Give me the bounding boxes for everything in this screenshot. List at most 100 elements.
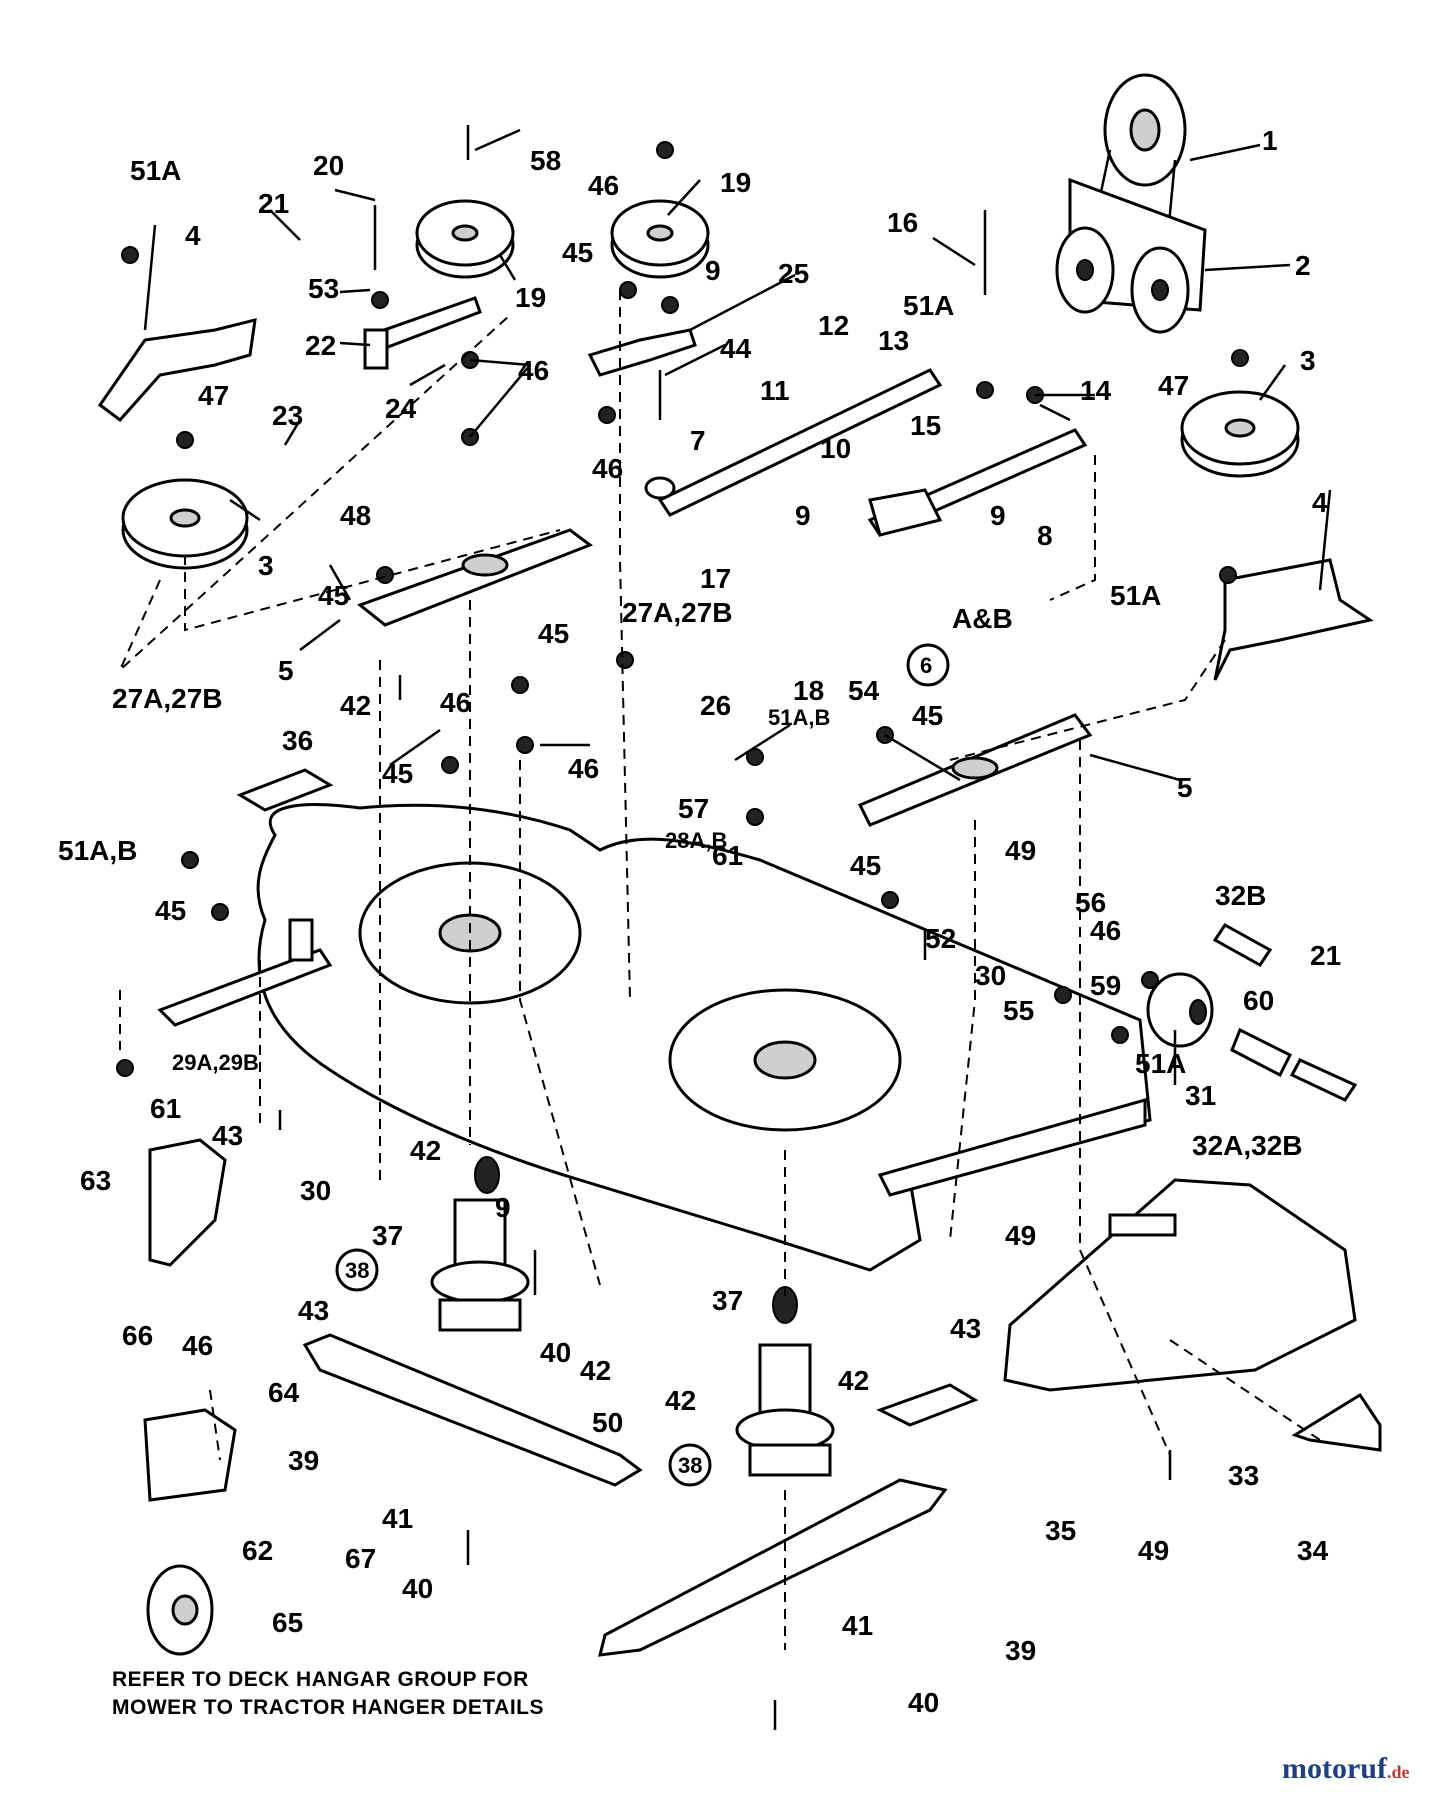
decal-36 [236, 768, 334, 812]
label-25: 25 [778, 258, 809, 289]
label-24: 24 [385, 393, 417, 424]
label-6: 6 [920, 653, 932, 678]
reference-circles [335, 643, 950, 1487]
label-9: 9 [495, 1192, 511, 1223]
label-42: 42 [410, 1135, 441, 1166]
blade-left [302, 1333, 643, 1487]
label-65: 65 [272, 1607, 303, 1638]
label-59: 59 [1090, 970, 1121, 1001]
label-39: 39 [1005, 1635, 1036, 1666]
label-9: 9 [795, 500, 811, 531]
label-11: 11 [760, 375, 790, 406]
watermark: motoruf.de [1282, 1752, 1409, 1786]
label-46: 46 [592, 453, 623, 484]
label-28ab: 28A,B [665, 828, 727, 853]
label-38: 38 [678, 1453, 702, 1478]
decal-34 [1291, 1392, 1382, 1452]
label-46: 46 [440, 687, 471, 718]
label-45: 45 [562, 237, 593, 268]
label-30: 30 [975, 960, 1006, 991]
label-5: 5 [278, 655, 294, 686]
label-44: 44 [720, 333, 752, 364]
label-27a27b: 27A,27B [622, 597, 733, 628]
label-2: 2 [1295, 250, 1311, 281]
label-63: 63 [80, 1165, 111, 1196]
label-46: 46 [588, 170, 619, 201]
label-33: 33 [1228, 1460, 1259, 1491]
label-46: 46 [1090, 915, 1121, 946]
hardware-bolts [278, 125, 1177, 1730]
label-60: 60 [1243, 985, 1274, 1016]
label-35: 35 [1045, 1515, 1076, 1546]
label-36: 36 [282, 725, 313, 756]
label-53: 53 [308, 273, 339, 304]
spindle-support-left [356, 528, 594, 627]
label-57: 57 [678, 793, 709, 824]
label-66: 66 [122, 1320, 153, 1351]
label-9: 9 [705, 255, 721, 286]
label-42: 42 [340, 690, 371, 721]
label-51ab: 51A,B [768, 705, 830, 730]
label-43: 43 [950, 1313, 981, 1344]
label-32a32b: 32A,32B [1192, 1130, 1303, 1161]
wheel-bracket-62 [143, 1408, 237, 1502]
label-12: 12 [818, 310, 849, 341]
label-30: 30 [300, 1175, 331, 1206]
label-13: 13 [878, 325, 909, 356]
note-line-1: REFER TO DECK HANGAR GROUP FOR [112, 1668, 529, 1691]
label-47: 47 [198, 380, 229, 411]
label-22: 22 [305, 330, 336, 361]
label-61: 61 [712, 840, 743, 871]
label-43: 43 [212, 1120, 243, 1151]
label-5: 5 [1177, 772, 1193, 803]
spindle-support-right [857, 713, 1093, 827]
pulley-left [121, 478, 249, 570]
label-9: 9 [990, 500, 1006, 531]
label-64: 64 [268, 1377, 300, 1408]
lift-link-assembly [644, 368, 1088, 537]
label-40: 40 [908, 1687, 939, 1718]
idler-pulley-center [415, 199, 515, 279]
belt-drive-assembly [1055, 73, 1207, 334]
label-45: 45 [318, 580, 349, 611]
label-61: 61 [150, 1093, 181, 1124]
wheel-65 [146, 1564, 214, 1656]
label-21: 21 [258, 188, 289, 219]
baffle-63 [148, 1138, 227, 1267]
label-19: 19 [720, 167, 751, 198]
label-48: 48 [340, 500, 371, 531]
label-51ab: 51A,B [58, 835, 137, 866]
label-42: 42 [665, 1385, 696, 1416]
label-40: 40 [540, 1337, 571, 1368]
roller-31 [1146, 972, 1214, 1048]
label-45: 45 [382, 758, 413, 789]
label-14: 14 [1080, 375, 1112, 406]
bracket-right [1213, 558, 1374, 681]
label-56: 56 [1075, 887, 1106, 918]
label-62: 62 [242, 1535, 273, 1566]
label-51a: 51A [903, 290, 954, 321]
label-45: 45 [912, 700, 943, 731]
blade-right [598, 1478, 948, 1657]
label-1: 1 [1262, 125, 1278, 156]
front-hanger-29 [157, 918, 333, 1027]
label-10: 10 [820, 433, 851, 464]
label-49: 49 [1005, 1220, 1036, 1251]
label-34: 34 [1297, 1535, 1329, 1566]
label-45: 45 [850, 850, 881, 881]
label-50: 50 [592, 1407, 623, 1438]
label-31: 31 [1185, 1080, 1216, 1111]
decal-35 [876, 1383, 979, 1427]
label-41: 41 [382, 1503, 413, 1534]
watermark-brand: motoruf [1282, 1752, 1387, 1785]
label-4: 4 [1312, 487, 1328, 518]
idler-pulley-right [610, 199, 710, 279]
label-16: 16 [887, 207, 918, 238]
label-40: 40 [402, 1573, 433, 1604]
label-43: 43 [298, 1295, 329, 1326]
label-49: 49 [1138, 1535, 1169, 1566]
note-line-2: MOWER TO TRACTOR HANGER DETAILS [112, 1696, 544, 1719]
label-19: 19 [515, 282, 546, 313]
label-39: 39 [288, 1445, 319, 1476]
